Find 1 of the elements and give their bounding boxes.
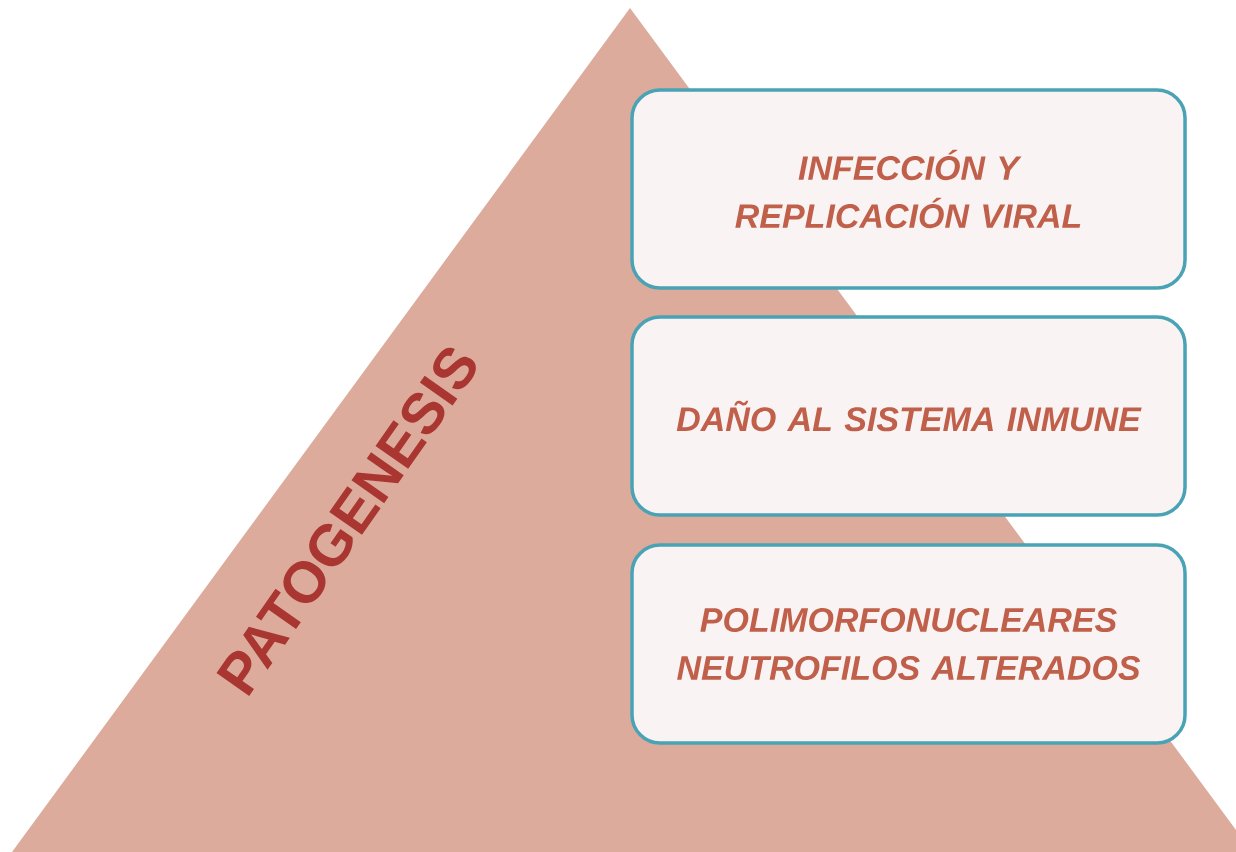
text-box: INFECCIÓN Y REPLICACIÓN VIRAL <box>630 88 1187 290</box>
